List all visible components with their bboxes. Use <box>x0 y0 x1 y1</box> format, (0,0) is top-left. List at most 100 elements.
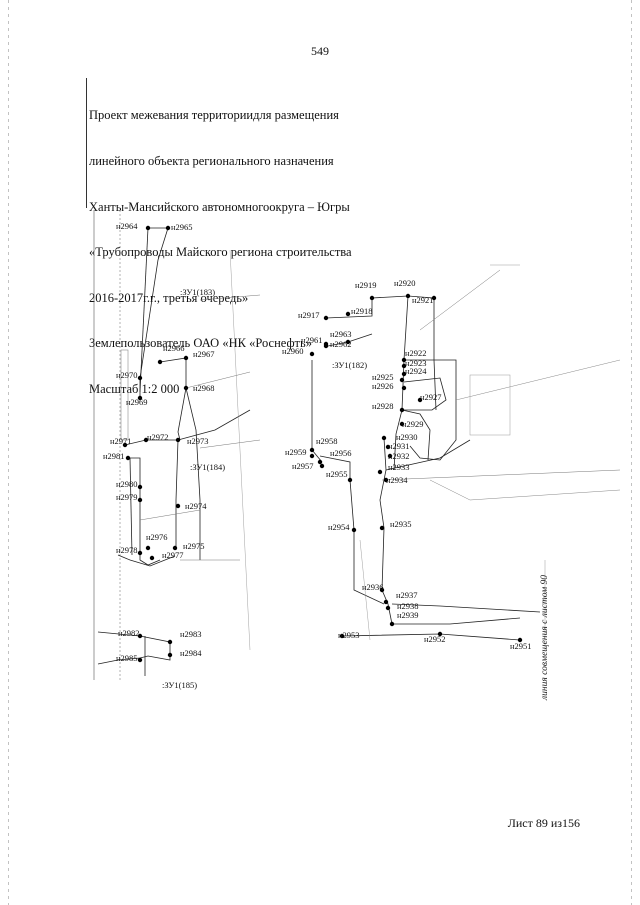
survey-point-marker <box>143 437 149 443</box>
survey-point-label: н2939 <box>397 610 419 620</box>
survey-point-label: н2980 <box>116 479 138 489</box>
survey-point-label: н2969 <box>126 397 148 407</box>
survey-point-label: н2936 <box>362 582 384 592</box>
survey-point-marker <box>309 447 315 453</box>
survey-point-label: н2926 <box>372 381 394 391</box>
survey-point-marker <box>309 351 315 357</box>
survey-point-marker <box>183 385 189 391</box>
survey-point-marker <box>401 357 407 363</box>
survey-point-label: н2971 <box>110 436 132 446</box>
survey-point-label: н2959 <box>285 447 307 457</box>
side-note: линия совмещения с листом 90 <box>540 574 550 700</box>
survey-point-label: н2984 <box>180 648 202 658</box>
survey-point-marker <box>137 375 143 381</box>
survey-point-marker <box>379 587 385 593</box>
survey-point-label: н2931 <box>388 441 410 451</box>
survey-point-label: н2964 <box>116 221 138 231</box>
survey-point-label: н2978 <box>116 545 138 555</box>
survey-point-label: н2970 <box>116 370 138 380</box>
survey-point-label: н2928 <box>372 401 394 411</box>
survey-point-marker <box>401 385 407 391</box>
survey-point-marker <box>379 525 385 531</box>
survey-point-label: н2922 <box>405 348 427 358</box>
survey-point-label: н2938 <box>397 601 419 611</box>
survey-point-label: н2923 <box>405 358 427 368</box>
land-plot-zone-label: :ЗУ1(185) <box>162 680 197 690</box>
title-line: линейного объекта регионального назначен… <box>89 154 334 169</box>
survey-point-marker <box>399 421 405 427</box>
survey-point-marker <box>137 497 143 503</box>
survey-point-marker <box>437 631 443 637</box>
survey-point-marker <box>383 599 389 605</box>
survey-point-label: н2919 <box>355 280 377 290</box>
survey-point-label: н2924 <box>405 366 427 376</box>
survey-point-marker <box>175 437 181 443</box>
survey-point-label: н2973 <box>187 436 209 446</box>
title-line: 2016-2017г.г., третья очередь» <box>89 290 249 305</box>
survey-point-label: н2967 <box>193 349 215 359</box>
survey-point-marker <box>383 477 389 483</box>
survey-point-label: н2968 <box>193 383 215 393</box>
survey-point-label: н2983 <box>180 629 202 639</box>
title-line: Проект межевания территориидля размещени… <box>89 108 339 123</box>
survey-point-marker <box>369 295 375 301</box>
title-block: Проект межевания территориидля размещени… <box>89 78 352 412</box>
survey-point-marker <box>145 225 151 231</box>
survey-point-label: н2935 <box>390 519 412 529</box>
survey-point-label: н2955 <box>326 469 348 479</box>
survey-point-label: н2952 <box>424 634 446 644</box>
survey-point-label: н2927 <box>420 392 442 402</box>
survey-point-label: н2920 <box>394 278 416 288</box>
land-plot-zone-label: :ЗУ1(183) <box>180 287 215 297</box>
survey-point-label: н2930 <box>396 432 418 442</box>
survey-point-marker <box>167 639 173 645</box>
survey-point-marker <box>137 484 143 490</box>
survey-point-label: н2962 <box>330 339 352 349</box>
survey-point-marker <box>149 555 155 561</box>
survey-point-label: н2977 <box>162 550 184 560</box>
survey-point-label: н2976 <box>146 532 168 542</box>
survey-point-marker <box>345 311 351 317</box>
scale-line: Масштаб 1:2 000 <box>89 382 180 397</box>
survey-point-label: н2929 <box>402 419 424 429</box>
survey-point-marker <box>385 605 391 611</box>
survey-point-label: н2975 <box>183 541 205 551</box>
land-plot-zone-label: :ЗУ1(182) <box>332 360 367 370</box>
survey-point-marker <box>183 355 189 361</box>
survey-point-marker <box>122 442 128 448</box>
page-number: 549 <box>311 44 329 58</box>
survey-point-marker <box>157 359 163 365</box>
survey-point-marker <box>339 633 345 639</box>
survey-point-label: н2965 <box>171 222 193 232</box>
survey-point-marker <box>347 477 353 483</box>
survey-point-marker <box>309 453 315 459</box>
survey-point-label: н2982 <box>118 628 140 638</box>
survey-point-marker <box>319 463 325 469</box>
survey-point-marker <box>323 343 329 349</box>
survey-point-marker <box>517 637 523 643</box>
title-line: «Трубопроводы Майского региона строитель… <box>89 245 352 260</box>
survey-point-label: н2972 <box>147 432 169 442</box>
survey-point-label: н2958 <box>316 436 338 446</box>
survey-point-marker <box>317 459 323 465</box>
sheet-number: Лист 89 из156 <box>507 816 580 830</box>
survey-point-marker <box>137 395 143 401</box>
survey-point-marker <box>381 435 387 441</box>
survey-point-label: н2917 <box>298 310 320 320</box>
survey-point-label: н2953 <box>338 630 360 640</box>
survey-point-label: н2966 <box>163 343 185 353</box>
scan-edge-left <box>8 0 9 905</box>
survey-point-label: н2963 <box>330 329 352 339</box>
survey-point-marker <box>323 315 329 321</box>
survey-point-marker <box>387 453 393 459</box>
survey-point-marker <box>165 225 171 231</box>
survey-point-marker <box>399 377 405 383</box>
survey-point-label: н2918 <box>351 306 373 316</box>
land-plot-zone-label: :ЗУ1(184) <box>190 462 225 472</box>
survey-point-marker <box>137 633 143 639</box>
survey-point-marker <box>389 621 395 627</box>
survey-point-label: н2985 <box>116 653 138 663</box>
title-bracket <box>86 78 87 208</box>
survey-point-label: н2933 <box>388 462 410 472</box>
survey-point-marker <box>377 469 383 475</box>
